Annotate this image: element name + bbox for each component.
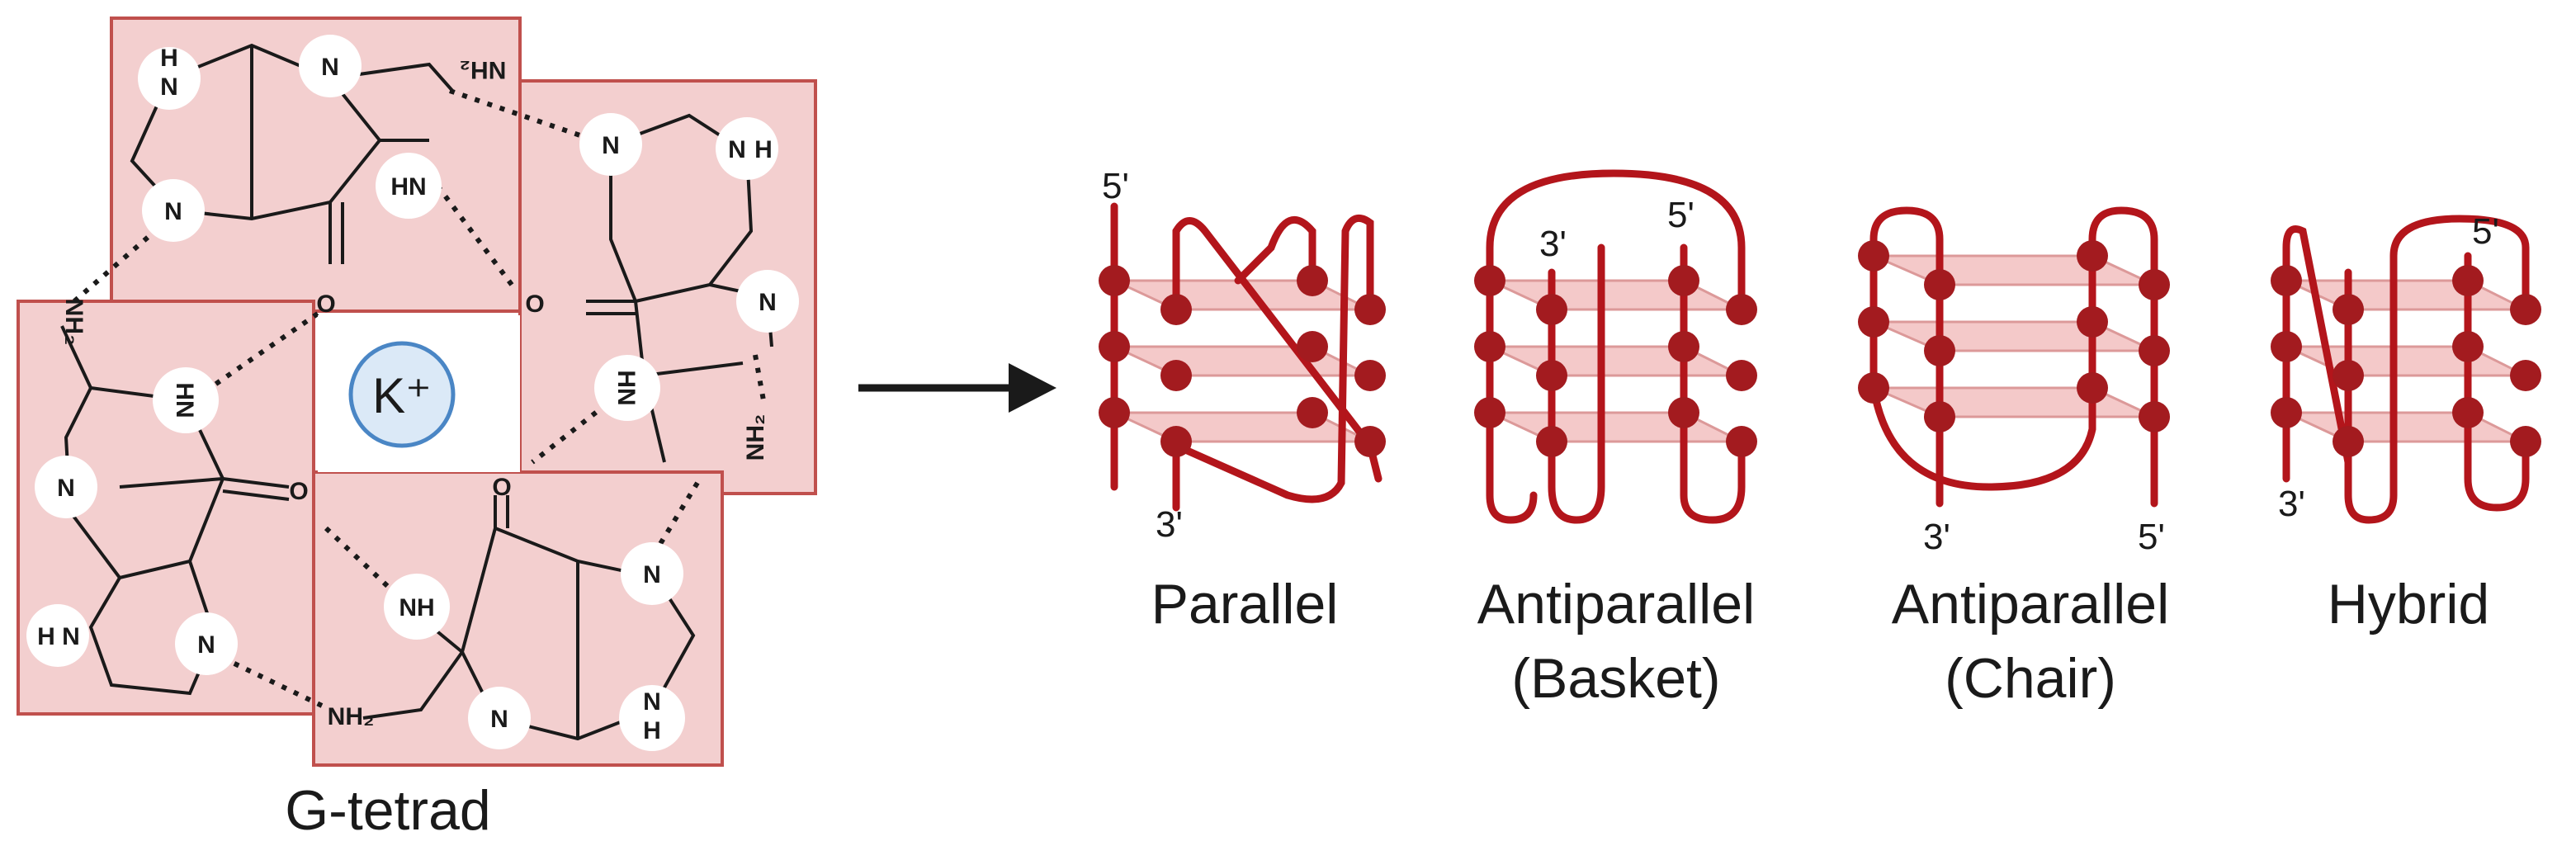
atom-left-nh2: NH₂ [60,299,87,346]
svg-text:N: N [490,706,508,733]
beads [1099,265,1386,457]
atom-left-hn: HN [153,367,219,433]
atom-top-nh2: NH₂ [460,56,507,83]
beads [1858,240,2170,432]
atom-left-o: O [289,478,308,505]
beads [1474,265,1757,457]
svg-text:H: H [37,623,55,650]
svg-text:H: H [160,45,178,72]
quartet-planes [1873,254,2155,418]
svg-text:HN: HN [390,173,426,201]
svg-text:N: N [321,54,339,81]
topology-antiparallel-chair: 3' 5' Antiparallel (Chair) [1858,206,2170,710]
svg-text:H: H [643,717,661,744]
svg-text:N: N [602,132,620,159]
atom-bottom-o: O [492,474,511,501]
topology-caption-line2: (Chair) [1945,647,2116,710]
topology-antiparallel-basket: 3' 5' Antiparallel (Basket) [1474,169,1757,710]
atom-left-n1: N [35,456,97,518]
atom-bottom-n3: N [468,687,531,749]
atom-right-n3: N [736,270,799,333]
svg-text:HN: HN [612,370,640,405]
svg-text:H: H [754,136,773,163]
atom-bottom-nh-ring: N H [619,685,685,751]
svg-text:N: N [728,136,746,163]
atom-right-nh: N H [716,117,778,180]
svg-text:N: N [62,623,80,650]
quartet-planes [2285,279,2526,443]
strand [2282,215,2530,524]
atom-labels: H N N N HN NH₂ O N N H N HN NH₂ O NH [26,35,799,751]
svg-text:N: N [643,561,661,588]
svg-text:N: N [160,73,178,101]
svg-text:N: N [57,475,75,502]
atom-top-n7: N [299,35,362,97]
g-tetrad-caption: G-tetrad [285,779,490,842]
three-prime-label: 3' [1156,504,1183,545]
atom-right-o: O [525,291,544,318]
atom-right-nh2: NH₂ [742,414,769,461]
strand [1486,169,1746,524]
topology-parallel: 5' 3' Parallel [1099,166,1386,636]
topology-hybrid: 5' 3' Hybrid [2271,211,2541,636]
atom-right-n: N [579,113,642,176]
strand [1869,206,2158,508]
topology-panels: 5' 3' Parallel 3' 5 [1099,166,2541,710]
quartet-planes [1113,279,1371,443]
atom-top-nh: H N [138,45,201,110]
five-prime-label: 5' [1667,195,1694,235]
atom-top-o: O [316,291,335,318]
five-prime-label: 5' [1102,166,1129,206]
atom-top-n3: N [142,179,205,242]
topology-caption-line1: Parallel [1151,573,1339,636]
topology-caption-line1: Antiparallel [1892,573,2169,636]
svg-text:HN: HN [171,382,198,418]
topology-caption-line1: Antiparallel [1477,573,1755,636]
svg-text:N: N [197,631,215,659]
atom-bottom-nh2: NH₂ [328,703,375,730]
atom-right-hn: HN [594,355,660,421]
quartet-planes [1489,279,1742,443]
svg-text:N: N [759,289,777,316]
svg-text:NH: NH [399,594,434,621]
atom-bottom-nh: NH [384,574,450,640]
atom-top-hn: HN [376,153,442,219]
beads [2271,265,2541,457]
five-prime-label: 5' [2138,517,2165,557]
atom-left-nh: H N [26,604,89,667]
three-prime-label: 3' [2278,484,2305,524]
topology-caption-line1: Hybrid [2328,573,2490,636]
arrow-right-icon [858,363,1056,413]
three-prime-label: 3' [1539,224,1567,264]
atom-bottom-n9: N [621,542,683,605]
five-prime-label: 5' [2472,211,2499,252]
strand [1110,202,1383,512]
potassium-ion-label: K⁺ [372,368,432,423]
potassium-ion [348,341,456,448]
g-tetrad-panel: H N N N HN NH₂ O N N H N HN NH₂ O NH [17,17,817,842]
three-prime-label: 3' [1923,517,1950,557]
svg-text:N: N [164,198,182,225]
atom-left-n7: N [175,612,238,675]
svg-text:N: N [643,688,661,716]
topology-caption-line2: (Basket) [1511,647,1720,710]
